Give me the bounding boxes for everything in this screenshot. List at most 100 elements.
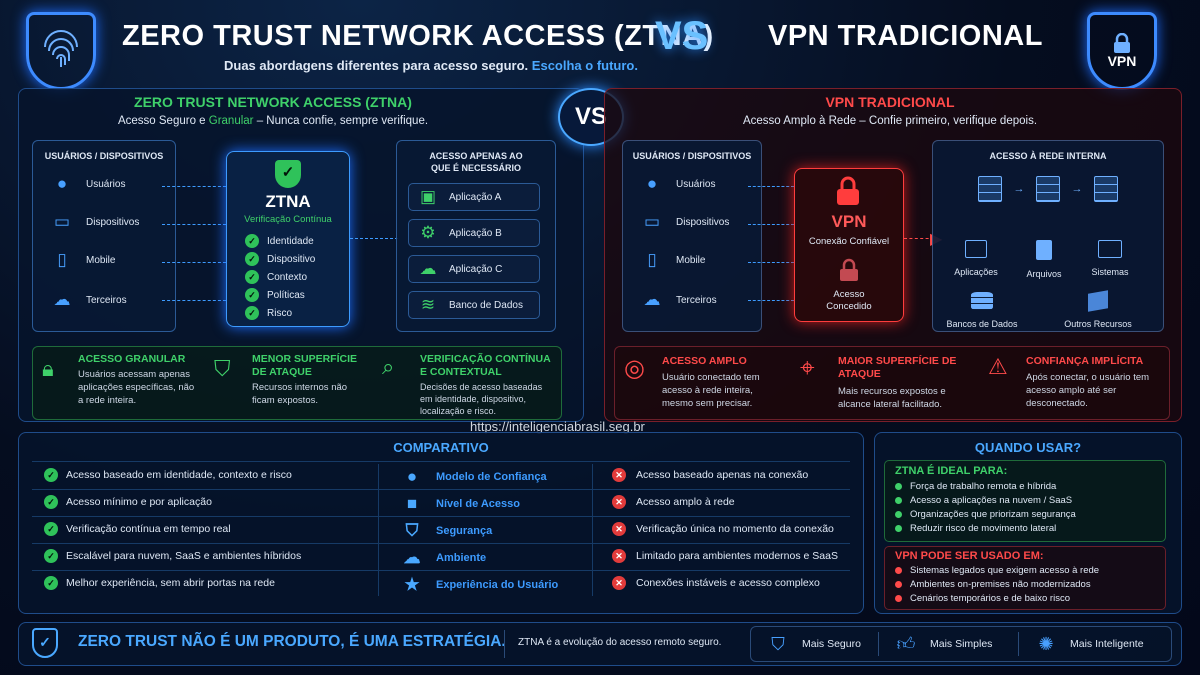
laptop-icon: ▭ bbox=[53, 212, 71, 231]
compare-vpn-text: Conexões instáveis e acesso complexo bbox=[636, 577, 820, 589]
check-icon: ✓ bbox=[44, 549, 58, 563]
server-icon bbox=[1036, 176, 1060, 202]
mobile-icon: ▯ bbox=[57, 250, 67, 269]
connector-line bbox=[350, 238, 398, 239]
net-item-db: Bancos de Dados bbox=[942, 292, 1022, 332]
bullet-icon bbox=[895, 497, 902, 504]
when-vpn-box: VPN PODE SER USADO EM: Sistemas legados … bbox=[884, 546, 1166, 610]
feature-desc: Usuário conectado tem acesso à rede inte… bbox=[662, 372, 760, 409]
ztna-user-row: ●Usuários bbox=[50, 174, 126, 194]
ztna-core-subtitle: Verificação Contínua bbox=[244, 214, 332, 225]
compare-ztna-text: Acesso mínimo e por aplicação bbox=[66, 496, 212, 508]
feature-desc: Decisões de acesso baseadas em identidad… bbox=[420, 382, 543, 416]
app-a-item: ▣ Aplicação A bbox=[408, 183, 540, 211]
when-ztna-item-label: Organizações que priorizam segurança bbox=[910, 509, 1076, 520]
check-icon: ✓ bbox=[44, 468, 58, 482]
when-vpn-item-label: Ambientes on-premises não modernizados bbox=[910, 579, 1091, 590]
cloud-icon: ☁ bbox=[419, 259, 437, 278]
database-icon: ≋ bbox=[420, 295, 436, 314]
net-item-systems: Sistemas bbox=[1082, 240, 1138, 280]
cube-icon bbox=[1088, 290, 1108, 312]
subtitle-accent: Escolha o futuro. bbox=[531, 58, 638, 73]
check-icon: ✓ bbox=[245, 306, 259, 320]
vs-title: VS bbox=[655, 14, 709, 58]
monitor-icon bbox=[1098, 240, 1122, 258]
when-vpn-item-label: Sistemas legados que exigem acesso à red… bbox=[910, 565, 1100, 576]
ztna-features-box bbox=[32, 346, 562, 420]
compare-vpn-cell: ✕Verificação única no momento da conexão bbox=[612, 522, 834, 536]
compare-criterion: ■Nível de Acesso bbox=[400, 494, 520, 514]
footer-note: ZTNA é a evolução do acesso remoto segur… bbox=[518, 637, 722, 648]
globe-icon: ◎ bbox=[624, 355, 645, 382]
feature-title: MENOR SUPERFÍCIE DE ATAQUE bbox=[252, 353, 358, 378]
app-window-icon: ▣ bbox=[419, 187, 437, 206]
compare-criterion: ☁Ambiente bbox=[400, 548, 487, 568]
footer-panel bbox=[18, 622, 1182, 666]
vpn-third-row: ☁ Terceiros bbox=[640, 290, 717, 310]
vpn-panel-title: VPN TRADICIONAL bbox=[825, 94, 955, 110]
when-vpn-item: Ambientes on-premises não modernizados bbox=[895, 579, 1155, 590]
compare-criterion-label: Ambiente bbox=[436, 552, 487, 564]
when-ztna-title: ZTNA É IDEAL PARA: bbox=[895, 465, 1008, 477]
compare-ztna-text: Acesso baseado em identidade, contexto e… bbox=[66, 469, 292, 481]
net-item-label: Arquivos bbox=[1026, 269, 1062, 279]
unlock-icon bbox=[838, 258, 860, 287]
ztna-panel-title: ZERO TRUST NETWORK ACCESS (ZTNA) bbox=[134, 94, 412, 110]
compare-criterion-label: Nível de Acesso bbox=[436, 498, 520, 510]
feature-title: VERIFICAÇÃO CONTÍNUA E CONTEXTUAL bbox=[420, 353, 551, 378]
x-icon: ✕ bbox=[612, 468, 626, 482]
gear-icon: ⚙ bbox=[420, 223, 436, 242]
divider bbox=[1018, 632, 1019, 656]
ztna-tag-pre: Acesso Seguro e bbox=[117, 115, 206, 127]
compare-ztna-cell: ✓Verificação contínua em tempo real bbox=[44, 522, 231, 536]
app-label: Banco de Dados bbox=[449, 299, 523, 311]
vpn-user-row: ●Usuários bbox=[640, 174, 716, 194]
when-vpn-item-label: Cenários temporários e de baixo risco bbox=[910, 593, 1070, 604]
cloud-icon: ☁ bbox=[643, 290, 661, 309]
ztna-tag-post: – Nunca confie, sempre verifique. bbox=[256, 115, 429, 127]
vpn-main-title: VPN TRADICIONAL bbox=[768, 20, 1043, 52]
ztna-check-label: Políticas bbox=[267, 289, 305, 301]
vpn-net-header: ACESSO À REDE INTERNA bbox=[989, 151, 1107, 161]
check-icon: ✓ bbox=[245, 234, 259, 248]
connector-line bbox=[748, 224, 794, 225]
mobile-icon: ▯ bbox=[647, 250, 657, 269]
compare-vpn-cell: ✕Limitado para ambientes modernos e SaaS bbox=[612, 549, 838, 563]
brain-icon: ✺ bbox=[1038, 633, 1054, 654]
badge-secure: ⛉Mais Seguro bbox=[766, 634, 861, 654]
ztna-users-box bbox=[32, 140, 176, 332]
connector-line bbox=[162, 300, 226, 301]
watermark-url[interactable]: https://inteligenciabrasil.seg.br bbox=[470, 419, 645, 434]
feature-title: CONFIANÇA IMPLÍCITA bbox=[1026, 355, 1144, 367]
file-icon bbox=[1036, 240, 1052, 260]
compare-ztna-cell: ✓Melhor experiência, sem abrir portas na… bbox=[44, 576, 275, 590]
when-ztna-item-label: Força de trabalho remota e híbrida bbox=[910, 481, 1057, 492]
vpn-users-box bbox=[622, 140, 762, 332]
compare-title: COMPARATIVO bbox=[393, 440, 489, 455]
badge-smart: ✺Mais Inteligente bbox=[1034, 633, 1143, 654]
net-item-label: Sistemas bbox=[1091, 267, 1129, 277]
connector-line bbox=[748, 186, 794, 187]
vpn-core-subtitle: Conexão Confiável bbox=[808, 236, 890, 247]
subtitle: Duas abordagens diferentes para acesso s… bbox=[224, 58, 638, 73]
x-icon: ✕ bbox=[612, 576, 626, 590]
app-window-icon bbox=[965, 240, 987, 258]
net-item-label: Aplicações bbox=[954, 267, 998, 277]
connector-line bbox=[162, 224, 226, 225]
when-vpn-item: Cenários temporários e de baixo risco bbox=[895, 593, 1155, 604]
ztna-third-label: Terceiros bbox=[86, 294, 127, 306]
arrow-right-icon: → bbox=[1013, 183, 1025, 195]
feature-title: MAIOR SUPERFÍCIE DE ATAQUE bbox=[838, 355, 957, 380]
vpn-third-label: Terceiros bbox=[676, 294, 717, 306]
compare-criterion-label: Modelo de Confiança bbox=[436, 471, 547, 483]
when-ztna-item-label: Reduzir risco de movimento lateral bbox=[910, 523, 1057, 534]
ztna-check: ✓Políticas bbox=[245, 288, 305, 302]
app-label: Aplicação A bbox=[449, 191, 502, 203]
net-item-files: Arquivos bbox=[1018, 240, 1070, 282]
ztna-check-label: Risco bbox=[267, 307, 293, 319]
when-ztna-item: Força de trabalho remota e híbrida bbox=[895, 481, 1155, 492]
thumbs-up-icon: 👍︎ bbox=[896, 634, 916, 654]
badge-label: Mais Simples bbox=[930, 638, 993, 650]
bullet-icon bbox=[895, 581, 902, 588]
server-icon bbox=[1094, 176, 1118, 202]
